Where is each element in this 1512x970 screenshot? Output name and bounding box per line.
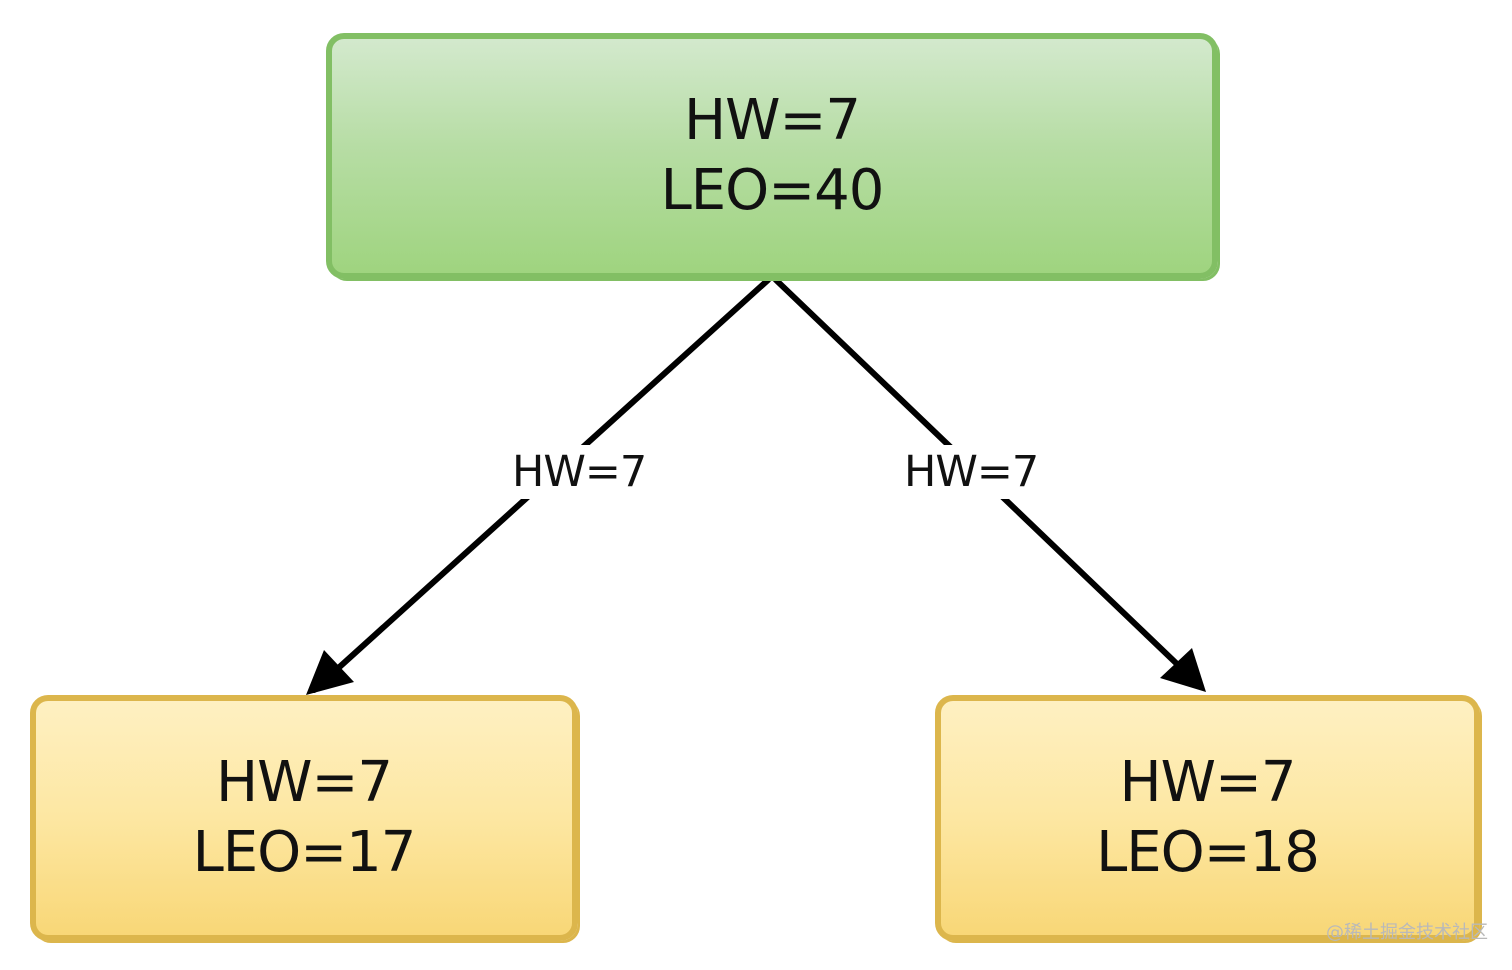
follower-2-leo: LEO=18 xyxy=(1096,820,1320,885)
leader-hw: HW=7 xyxy=(683,88,861,153)
follower-node-1: HW=7 LEO=17 xyxy=(30,695,578,941)
leader-leo: LEO=40 xyxy=(660,158,885,223)
follower-1-leo: LEO=17 xyxy=(192,820,417,885)
edge-left-label: HW=7 xyxy=(506,445,653,499)
edge-left-arrowhead xyxy=(306,650,354,695)
edge-right-label: HW=7 xyxy=(898,445,1045,499)
watermark: @稀土掘金技术社区 xyxy=(1326,922,1488,943)
leader-node: HW=7 LEO=40 xyxy=(326,33,1218,279)
follower-2-hw: HW=7 xyxy=(1119,750,1296,815)
edge-right-arrowhead xyxy=(1160,648,1206,692)
follower-1-hw: HW=7 xyxy=(215,750,393,815)
follower-node-2: HW=7 LEO=18 xyxy=(935,695,1480,941)
